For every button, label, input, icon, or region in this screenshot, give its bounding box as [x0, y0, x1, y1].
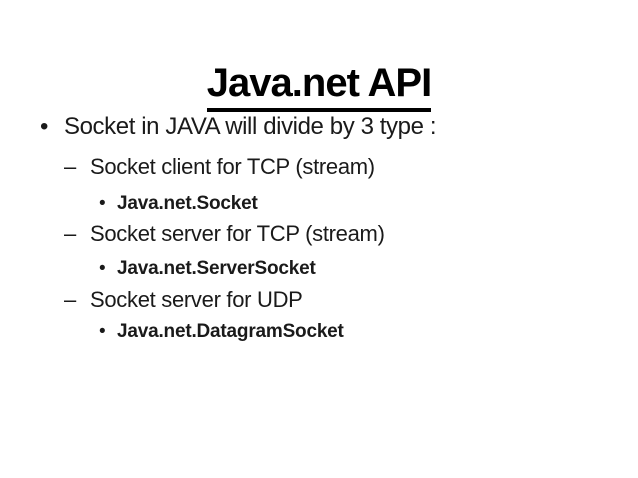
- bullet-dot-icon: •: [40, 113, 49, 140]
- dash-bullet-icon: –: [64, 154, 76, 179]
- bullet-dot-icon: •: [99, 321, 106, 342]
- dash-bullet-icon: –: [64, 287, 76, 312]
- dash-bullet-icon: –: [64, 221, 76, 246]
- bullet-text: Socket server for TCP (stream): [90, 221, 385, 246]
- bullet-item-socket-types: • Socket in JAVA will divide by 3 type :: [40, 113, 436, 141]
- bullet-text: Socket in JAVA will divide by 3 type :: [64, 113, 437, 140]
- bullet-text: Java.net.DatagramSocket: [117, 321, 344, 342]
- bullet-text: Java.net.Socket: [117, 193, 258, 214]
- slide-title-text: Java.net API: [206, 60, 432, 112]
- bullet-item-java-net-serversocket: • Java.net.ServerSocket: [99, 258, 316, 280]
- bullet-text: Java.net.ServerSocket: [117, 258, 316, 279]
- bullet-text: Socket server for UDP: [90, 287, 303, 312]
- bullet-text: Socket client for TCP (stream): [90, 154, 375, 179]
- bullet-item-socket-server-tcp: – Socket server for TCP (stream): [64, 221, 385, 246]
- bullet-dot-icon: •: [99, 258, 106, 279]
- bullet-item-socket-client-tcp: – Socket client for TCP (stream): [64, 154, 375, 179]
- bullet-item-java-net-socket: • Java.net.Socket: [99, 193, 258, 215]
- bullet-item-java-net-datagramsocket: • Java.net.DatagramSocket: [99, 321, 344, 343]
- bullet-item-socket-server-udp: – Socket server for UDP: [64, 287, 303, 312]
- slide-title: Java.net API: [0, 60, 638, 112]
- bullet-dot-icon: •: [99, 193, 106, 214]
